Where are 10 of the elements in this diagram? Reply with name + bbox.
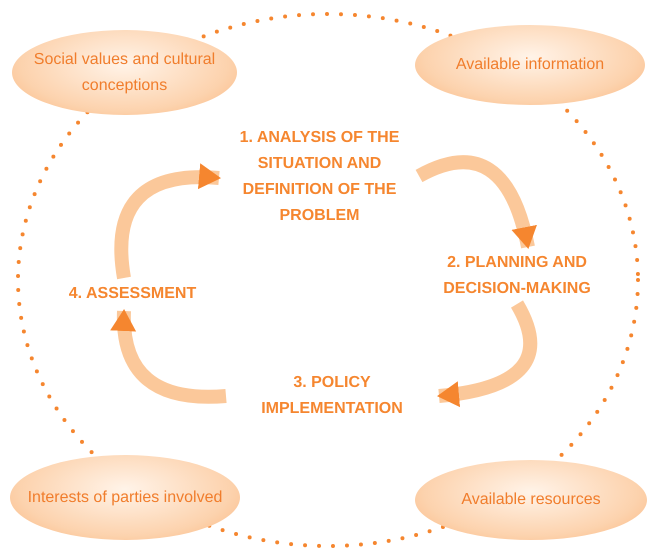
factor-ellipse: Available information (415, 25, 645, 105)
factor-ellipse: Available resources (415, 460, 647, 540)
factor-ellipse: Social values and cultural conceptions (12, 30, 237, 115)
step-heading: 4. ASSESSMENT (45, 280, 220, 308)
step-heading: 3. POLICY IMPLEMENTATION (228, 370, 436, 422)
factor-ellipse: Interests of parties involved (10, 455, 240, 540)
curved-arrow (114, 164, 221, 279)
step-heading: 2. PLANNING AND DECISION-MAKING (428, 250, 606, 302)
step-heading: 1. ANALYSIS OF THE SITUATION AND DEFINITION OF THE PROBLEM (222, 125, 417, 229)
curved-arrow (111, 309, 226, 404)
